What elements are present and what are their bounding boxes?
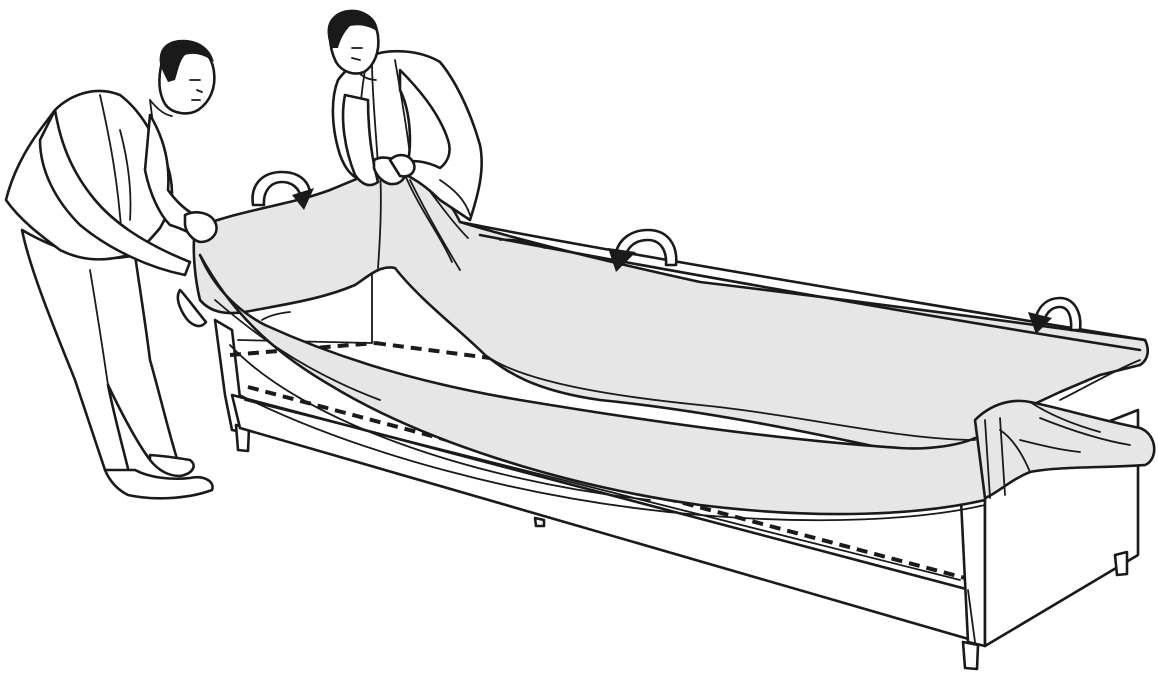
person-left <box>6 40 217 499</box>
